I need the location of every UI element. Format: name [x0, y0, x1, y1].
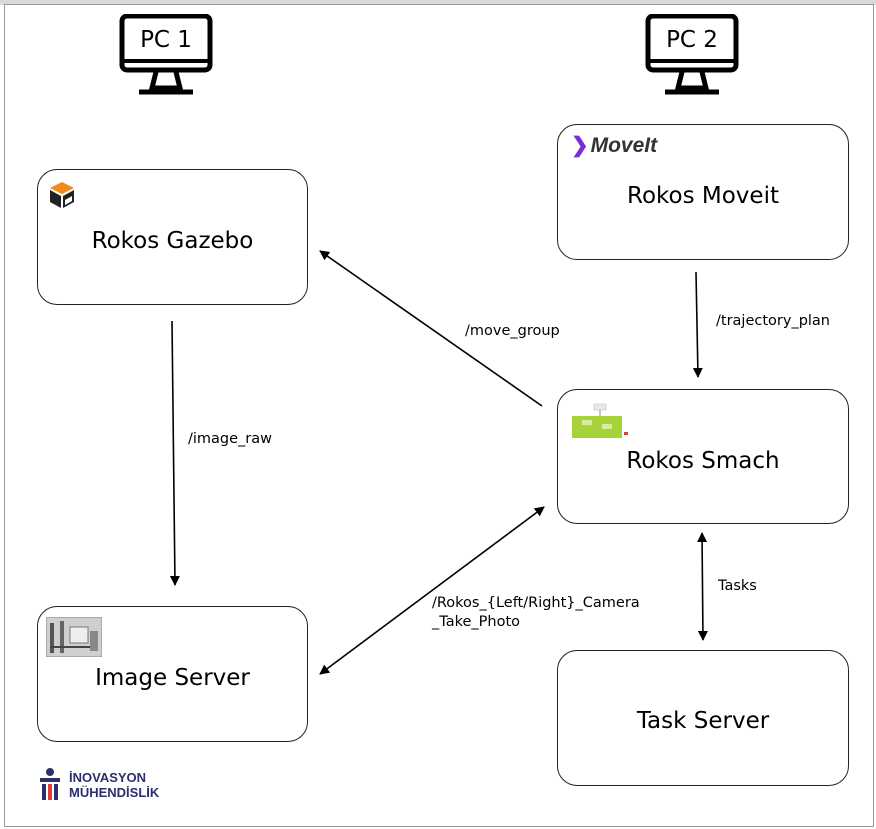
smach-thumbnail-icon	[572, 403, 628, 438]
node-label-task-server: Task Server	[636, 708, 770, 734]
edge-label-trajectory-plan: /trajectory_plan	[716, 313, 830, 329]
pc1-monitor: PC 1	[119, 13, 213, 96]
diagram-frame	[4, 4, 874, 827]
edge-label-image-raw: /image_raw	[188, 431, 273, 447]
monitor-icon	[119, 13, 213, 95]
pc2-label: PC 2	[666, 27, 718, 53]
company-logo: İNOVASYON MÜHENDİSLİK	[39, 767, 179, 807]
moveit-logo-icon: ❯MoveIt	[571, 134, 658, 157]
edge-label-camera-take-photo: /Rokos_{Left/Right}_Camera _Take_Photo	[432, 595, 640, 630]
edge-smach-to-gazebo	[319, 250, 543, 407]
edge-moveit-to-smach	[692, 271, 703, 378]
edge-smach-image-server	[319, 506, 545, 675]
node-image-server: Image Server	[37, 606, 308, 742]
node-rokos-smach: Rokos Smach	[557, 389, 849, 524]
node-rokos-gazebo: Rokos Gazebo	[37, 169, 308, 305]
edge-smach-task-server	[697, 532, 708, 641]
company-logo-line2: MÜHENDİSLİK	[69, 785, 160, 800]
edge-label-tasks: Tasks	[718, 578, 757, 594]
gazebo-logo-icon	[50, 182, 74, 208]
company-logo-icon	[40, 768, 60, 800]
edge-gazebo-to-image-server	[169, 320, 180, 586]
monitor-icon	[645, 13, 739, 95]
node-label-gazebo: Rokos Gazebo	[91, 228, 254, 254]
company-logo-line1: İNOVASYON	[69, 770, 147, 785]
node-label-image-server: Image Server	[95, 665, 250, 691]
image-thumbnail-icon	[46, 617, 102, 657]
pc1-label: PC 1	[140, 27, 192, 53]
node-rokos-moveit: Rokos Moveit	[557, 124, 849, 260]
edge-label-move-group: /move_group	[465, 323, 560, 339]
node-label-moveit: Rokos Moveit	[627, 183, 779, 209]
pc2-monitor: PC 2	[645, 13, 739, 96]
top-border	[0, 0, 876, 5]
node-task-server: Task Server	[557, 650, 849, 786]
moveit-logo-text: MoveIt	[590, 134, 658, 157]
node-label-smach: Rokos Smach	[626, 448, 780, 474]
